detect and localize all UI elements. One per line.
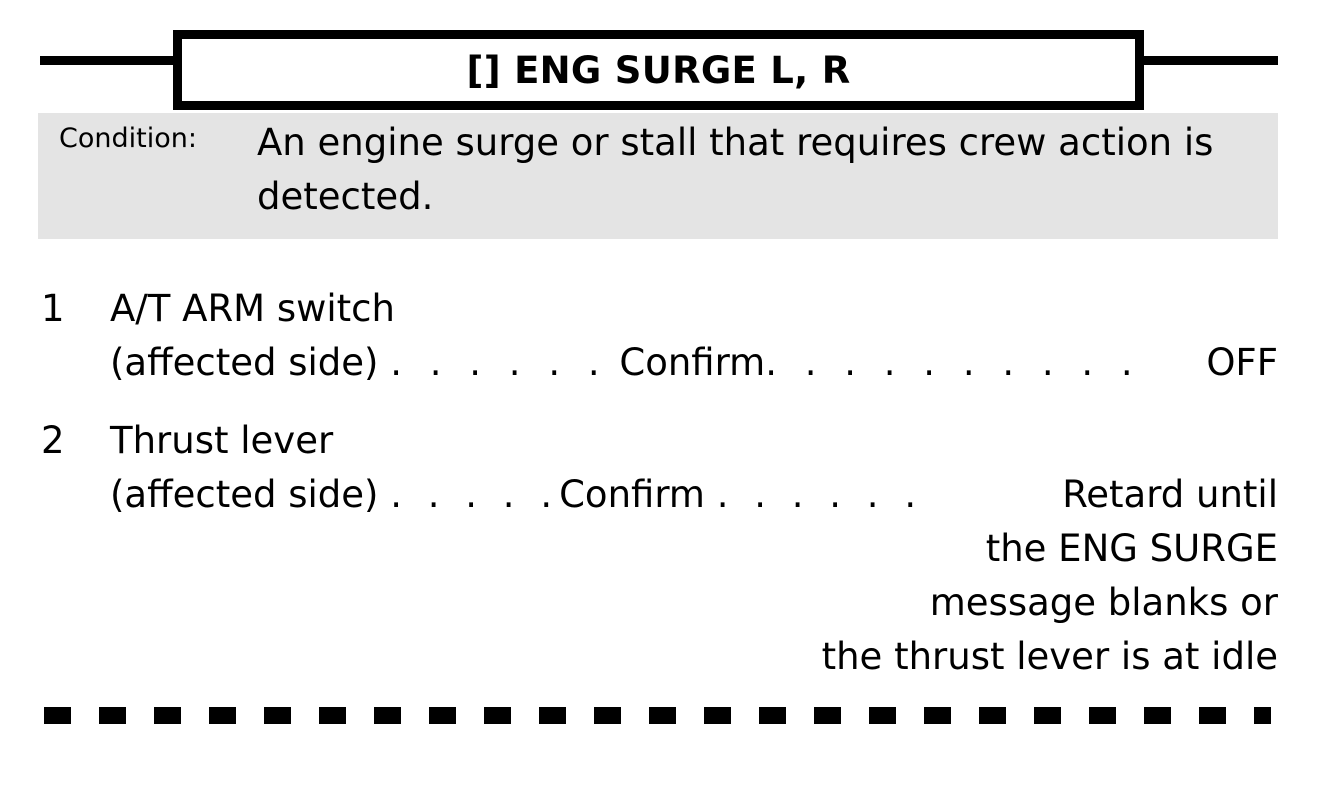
step-qualifier: (affected side)	[110, 341, 379, 385]
step-result: Retard until	[1062, 473, 1278, 517]
step-continuation-line: message blanks or	[929, 581, 1278, 625]
step-continuation-line: the ENG SURGE	[985, 527, 1278, 571]
step-continuation-line: the thrust lever is at idle	[821, 635, 1278, 679]
title-bar: [] ENG SURGE L, R	[0, 20, 1334, 110]
step-number: 1	[41, 287, 65, 330]
step-action-line: (affected side) . . . . . . Confirm . . …	[110, 336, 1278, 390]
step-action: Confirm	[559, 473, 705, 517]
dot-leader-2: . . . . . .	[716, 473, 924, 517]
step-title: A/T ARM switch	[110, 287, 395, 330]
step-number: 2	[41, 419, 65, 462]
title-box: [] ENG SURGE L, R	[173, 30, 1144, 110]
title-rule-left	[40, 56, 176, 65]
step-title: Thrust lever	[110, 419, 334, 462]
page-title: [] ENG SURGE L, R	[466, 48, 851, 92]
condition-block: Condition: An engine surge or stall that…	[38, 113, 1278, 239]
checklist-step: 1 A/T ARM switch (affected side) . . . .…	[0, 282, 1334, 414]
checklist-end-separator	[44, 707, 1271, 724]
dot-leader-1: . . . . . .	[390, 341, 608, 385]
dot-leader-2: . . . . . . . . . .	[765, 341, 1141, 385]
step-body: Thrust lever (affected side) . . . . . C…	[110, 414, 1278, 684]
checklist-step: 2 Thrust lever (affected side) . . . . .…	[0, 414, 1334, 680]
condition-label: Condition:	[59, 123, 197, 154]
condition-text: An engine surge or stall that requires c…	[257, 121, 1214, 218]
step-qualifier: (affected side)	[110, 473, 379, 517]
step-body: A/T ARM switch (affected side) . . . . .…	[110, 282, 1278, 390]
title-rule-right	[1138, 56, 1278, 65]
dot-leader-1: . . . . .	[390, 473, 560, 517]
step-action: Confirm	[619, 341, 766, 385]
steps-list: 1 A/T ARM switch (affected side) . . . .…	[0, 282, 1334, 680]
step-result: OFF	[1206, 341, 1278, 385]
step-action-line: (affected side) . . . . . Confirm . . . …	[110, 468, 1278, 522]
